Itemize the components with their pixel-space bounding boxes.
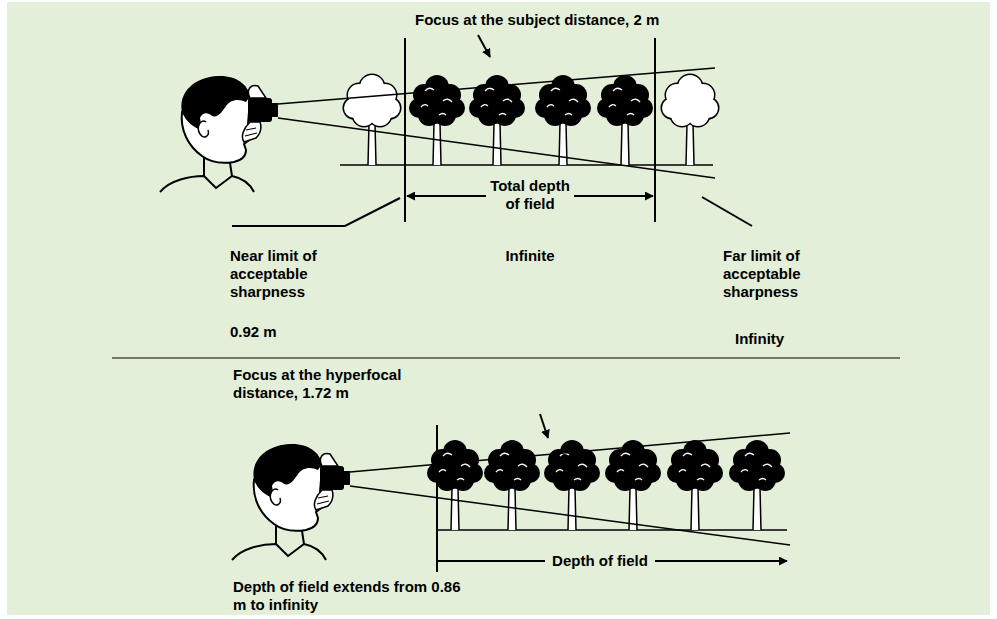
depth-value: Infinite: [480, 247, 580, 265]
near-limit-label: Near limit of acceptable sharpness: [230, 247, 355, 301]
range-note: Depth of field extends from 0.86 m to in…: [233, 578, 463, 614]
depth-arrow-label: Depth of field: [545, 552, 655, 570]
background-panel: [7, 2, 990, 615]
depth-label: Total depth of field: [490, 177, 570, 213]
far-limit-label: Far limit of acceptable sharpness: [723, 247, 848, 301]
near-limit-value: 0.92 m: [230, 323, 320, 341]
separator-line: [112, 358, 900, 359]
top-scene: [160, 35, 752, 226]
focus-note: Focus at the hyperfocal distance, 1.72 m: [233, 366, 433, 402]
bottom-scene: [232, 414, 790, 572]
far-limit-value: Infinity: [735, 330, 825, 348]
focus-note: Focus at the subject distance, 2 m: [415, 11, 685, 29]
